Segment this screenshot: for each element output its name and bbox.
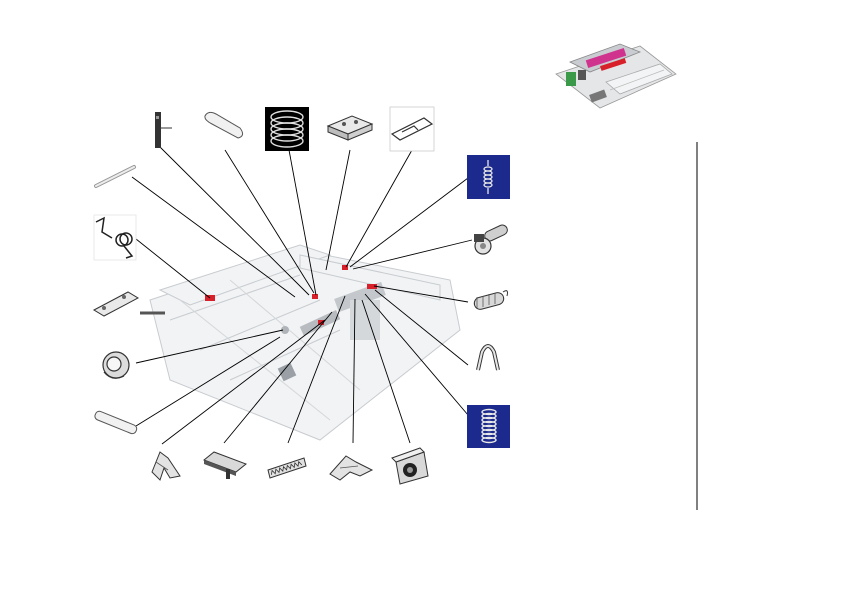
long-rod-icon: [94, 165, 136, 188]
leader-lines: [131, 146, 473, 445]
lever-plate-icon: [155, 112, 172, 148]
slide-plate-icon: [92, 291, 165, 317]
roller-spring-icon: [102, 351, 130, 379]
compression-spring-icon: [467, 405, 510, 448]
guide-plate-icon: [389, 106, 435, 152]
tension-spring-icon: [473, 290, 508, 310]
assembly-thumbnail: [555, 43, 677, 109]
hairpin-spring-icon: [476, 344, 500, 371]
toothed-rack-icon: [267, 457, 307, 479]
central-assembly: [149, 244, 461, 441]
pinch-roller-icon: [474, 224, 508, 255]
latch-bracket-icon: [326, 115, 374, 141]
loop-belt-icon: [204, 111, 244, 139]
torsion-spring-icon: [93, 214, 137, 261]
claw-hook-icon: [151, 451, 181, 481]
extension-spring-icon: [467, 155, 510, 199]
flat-bar-icon: [203, 451, 247, 479]
roller-block-icon: [391, 447, 429, 485]
coil-spring-icon: [265, 107, 309, 151]
claw-hook-icon: [329, 455, 374, 481]
flat-belt-icon: [94, 410, 138, 435]
